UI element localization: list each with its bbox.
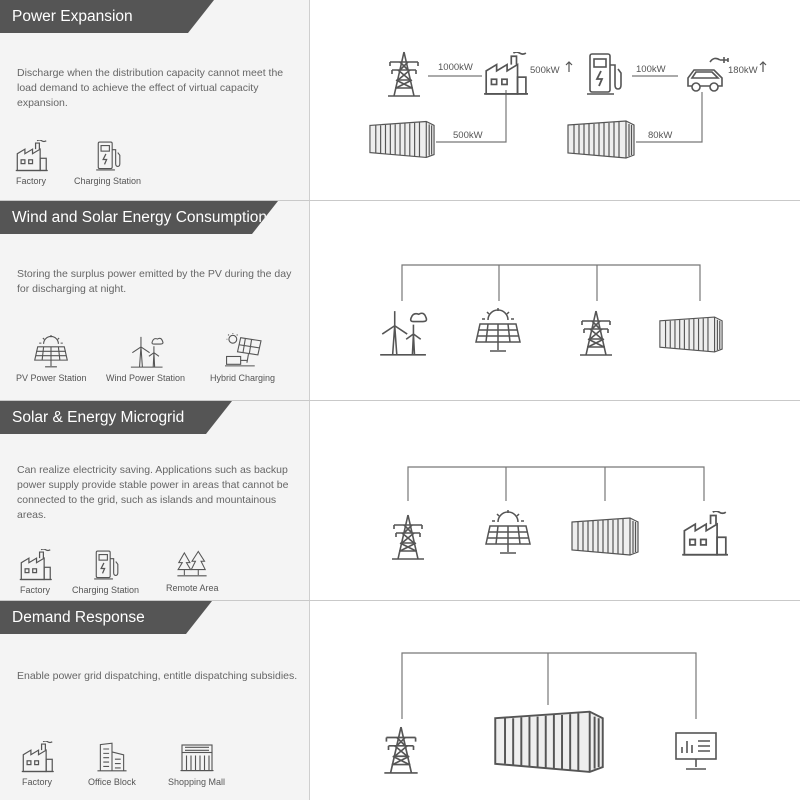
section-description: Can realize electricity saving. Applicat… <box>17 464 289 521</box>
charging-station-icon <box>93 140 123 172</box>
app-charging-station: Charging Station <box>74 140 141 186</box>
section-title: Solar & Energy Microgrid <box>0 401 232 434</box>
app-hybrid-charging: Hybrid Charging <box>210 333 275 383</box>
storage-container-icon <box>369 120 435 159</box>
transmission-tower-icon <box>383 726 419 774</box>
section-diagram: 1000kW 500kW 500kW 100kW 180kW 80kW <box>310 0 800 200</box>
demand-response-diagram <box>383 652 717 774</box>
transmission-tower-icon <box>391 514 425 560</box>
storage-container-icon <box>567 120 635 159</box>
charging-station-icon <box>91 549 121 581</box>
app-factory: Factory <box>18 549 52 595</box>
section-power-expansion: Power Expansion Discharge when the distr… <box>0 0 800 201</box>
solar-panel-icon <box>33 335 69 369</box>
factory-icon <box>483 52 528 95</box>
solar-panel-icon <box>475 307 521 352</box>
app-charging-station: Charging Station <box>72 549 139 595</box>
app-factory: Factory <box>14 140 48 186</box>
flow-label: 500kW <box>453 130 483 141</box>
factory-icon <box>14 140 48 172</box>
section-title: Wind and Solar Energy Consumption <box>0 201 278 234</box>
load-label: 180kW <box>728 65 758 76</box>
app-label: Wind Power Station <box>106 373 186 383</box>
app-pv-power-station: PV Power Station <box>16 335 87 383</box>
electric-car-icon <box>687 56 729 92</box>
wind-turbine-icon <box>379 310 428 356</box>
section-demand-response: Demand Response Enable power grid dispat… <box>0 601 800 800</box>
flow-label: 100kW <box>636 64 666 75</box>
solar-panel-icon <box>485 509 531 554</box>
app-label: Office Block <box>88 777 136 787</box>
factory-icon <box>681 511 728 556</box>
charging-station-icon <box>586 53 622 95</box>
factory-icon <box>20 741 54 773</box>
section-solar-microgrid: Solar & Energy Microgrid Can realize ele… <box>0 401 800 601</box>
section-diagram <box>310 201 800 400</box>
flow-label: 80kW <box>648 130 673 141</box>
section-title: Power Expansion <box>0 0 214 33</box>
app-office-block: Office Block <box>88 741 136 787</box>
app-label: Charging Station <box>74 176 142 186</box>
power-expansion-diagram <box>369 51 767 159</box>
section-info-panel: Wind and Solar Energy Consumption Storin… <box>0 201 310 400</box>
factory-icon <box>18 549 52 581</box>
app-remote-area: Remote Area <box>166 549 219 593</box>
section-info-panel: Demand Response Enable power grid dispat… <box>0 601 310 800</box>
app-label: Charging Station <box>72 585 140 595</box>
storage-container-icon <box>494 710 604 774</box>
office-block-icon <box>96 741 128 773</box>
section-info-panel: Power Expansion Discharge when the distr… <box>0 0 310 200</box>
storage-container-icon <box>571 517 639 556</box>
app-label: Remote Area <box>166 583 219 593</box>
microgrid-diagram <box>391 466 728 560</box>
load-label: 500kW <box>530 65 560 76</box>
app-shopping-mall: Shopping Mall <box>168 741 225 787</box>
section-diagram <box>310 601 800 800</box>
section-wind-solar-consumption: Wind and Solar Energy Consumption Storin… <box>0 201 800 401</box>
section-title: Demand Response <box>0 601 212 634</box>
app-label: Factory <box>15 176 46 186</box>
app-label: Hybrid Charging <box>210 373 276 383</box>
section-description: Enable power grid dispatching, entitle d… <box>17 670 298 682</box>
app-label: Factory <box>21 777 52 787</box>
storage-container-icon <box>659 316 723 353</box>
app-wind-power-station: Wind Power Station <box>106 335 185 383</box>
app-factory: Factory <box>20 741 54 787</box>
transmission-tower-icon <box>387 51 421 97</box>
flow-label: 1000kW <box>438 62 473 73</box>
app-label: Shopping Mall <box>168 777 226 787</box>
section-description: Discharge when the distribution capacity… <box>17 67 284 109</box>
trees-icon <box>176 549 208 579</box>
section-diagram <box>310 401 800 600</box>
app-label: Factory <box>19 585 50 595</box>
transmission-tower-icon <box>579 310 613 356</box>
shopping-mall-icon <box>179 741 215 773</box>
app-label: PV Power Station <box>16 373 87 383</box>
section-description: Storing the surplus power emitted by the… <box>17 268 292 295</box>
hybrid-charging-icon <box>223 333 263 369</box>
wind-turbine-icon <box>128 335 164 369</box>
wind-solar-diagram <box>379 264 723 356</box>
section-info-panel: Solar & Energy Microgrid Can realize ele… <box>0 401 310 600</box>
monitor-icon <box>675 732 717 770</box>
